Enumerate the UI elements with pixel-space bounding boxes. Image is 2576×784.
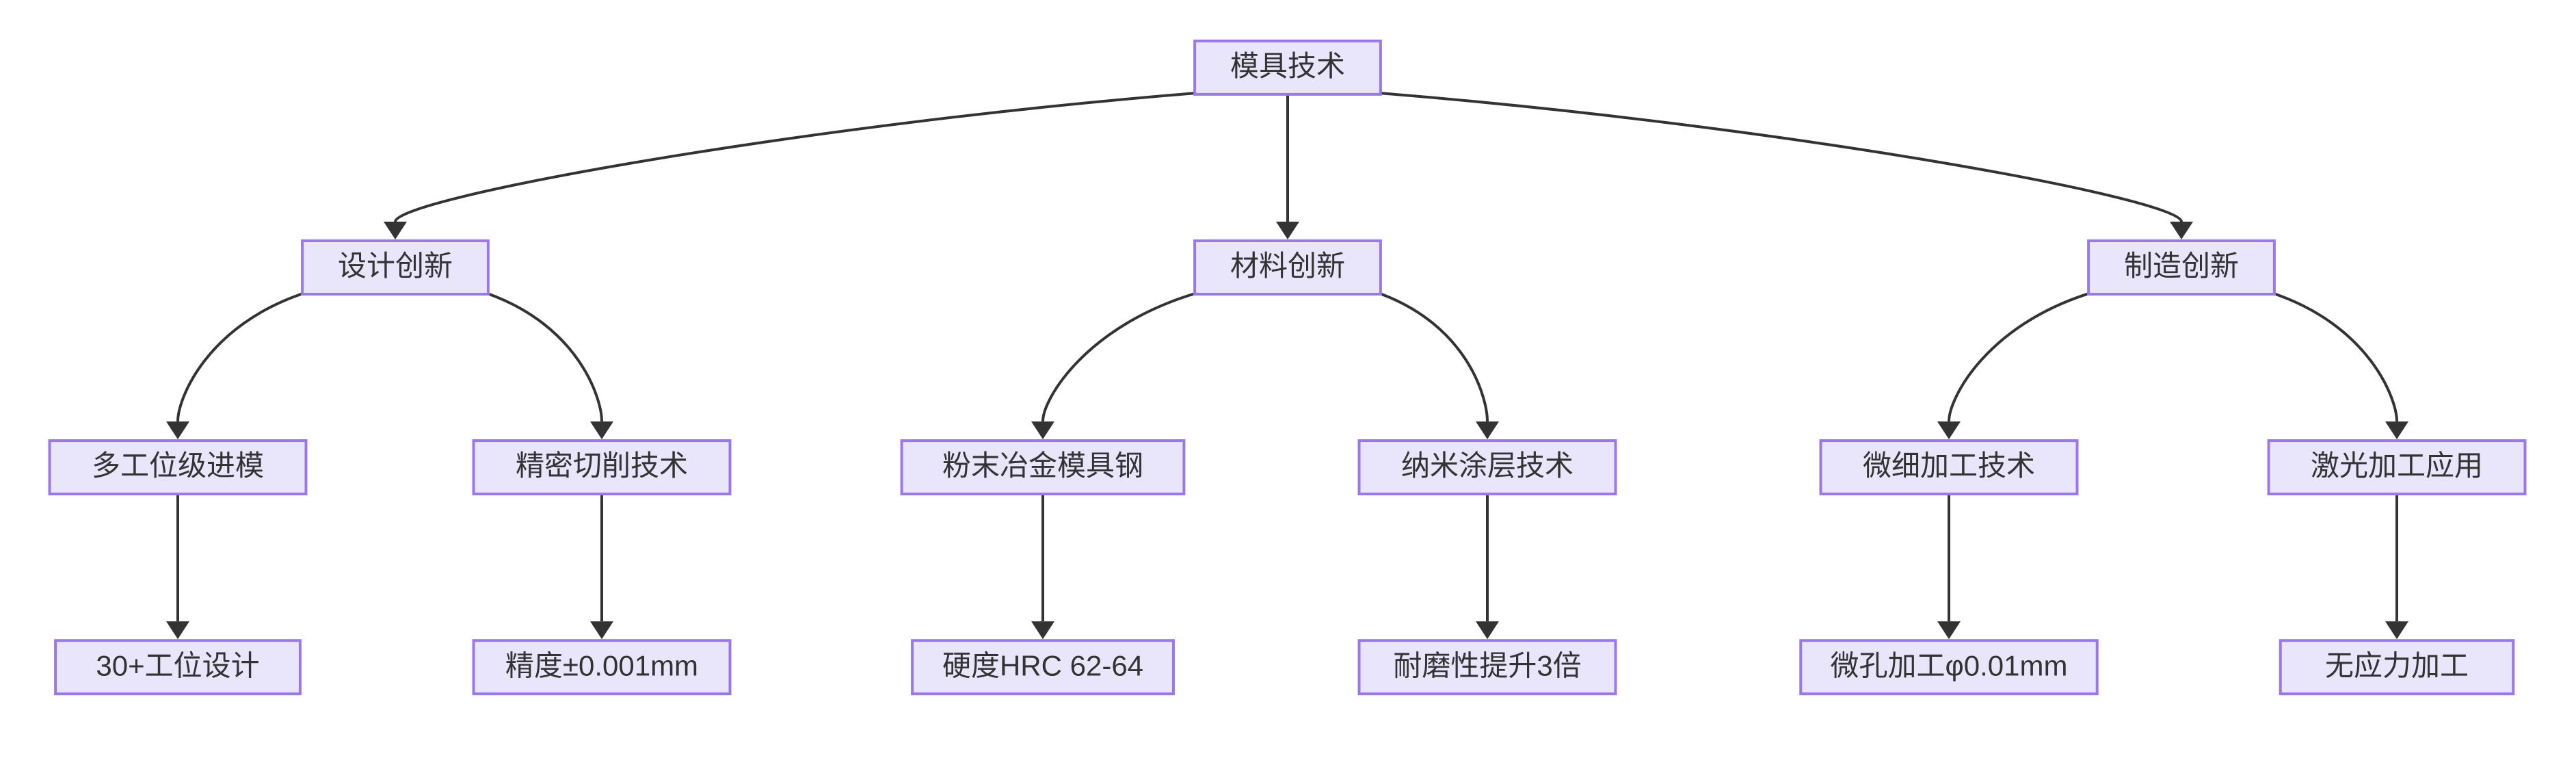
node-label-l3e: 微孔加工φ0.01mm (1831, 649, 2068, 681)
node-label-root: 模具技术 (1230, 50, 1345, 82)
node-label-l1b: 材料创新 (1230, 250, 1345, 282)
node-label-l2a: 多工位级进模 (92, 449, 264, 482)
edge-arrowhead (590, 421, 613, 440)
edge-arrowhead (2385, 421, 2408, 440)
edge-arrowhead (1476, 621, 1499, 640)
flowchart-node-l1a[interactable]: 设计创新 (301, 239, 490, 296)
flowchart-node-l3f[interactable]: 无应力加工 (2279, 639, 2515, 696)
flowchart-node-l3d[interactable]: 耐磨性提升3倍 (1357, 639, 1617, 696)
flowchart-node-l3e[interactable]: 微孔加工φ0.01mm (1799, 639, 2099, 696)
flowchart-edge-l1b-to-l2d (1377, 291, 1489, 422)
edge-arrowhead (1937, 621, 1961, 640)
edge-arrowhead (166, 621, 189, 640)
flowchart-node-l3c[interactable]: 硬度HRC 62-64 (911, 639, 1175, 696)
node-box-l2b[interactable] (472, 439, 732, 496)
node-box-l3a[interactable] (54, 639, 302, 696)
edge-arrowhead (166, 421, 189, 440)
node-label-l3f: 无应力加工 (2325, 649, 2469, 681)
flowchart-node-l1b[interactable]: 材料创新 (1193, 239, 1382, 296)
node-label-l3d: 耐磨性提升3倍 (1393, 649, 1581, 681)
flowchart-edge-l1a-to-l2a (176, 291, 306, 422)
flowchart-node-l1c[interactable]: 制造创新 (2087, 239, 2276, 296)
edge-arrowhead (2385, 621, 2408, 640)
edge-arrowhead (2170, 221, 2193, 239)
edge-arrowhead (1031, 421, 1054, 440)
node-box-l3b[interactable] (472, 639, 732, 696)
node-label-l3a: 30+工位设计 (96, 649, 259, 681)
flowchart-node-l2f[interactable]: 激光加工应用 (2267, 439, 2527, 496)
node-box-l2d[interactable] (1357, 439, 1617, 496)
flowchart-node-l2c[interactable]: 粉末冶金模具钢 (900, 439, 1186, 496)
flowchart-node-l2e[interactable]: 微细加工技术 (1819, 439, 2079, 496)
node-box-l2e[interactable] (1819, 439, 2079, 496)
node-label-l2f: 激光加工应用 (2311, 449, 2483, 482)
flowchart-node-l3a[interactable]: 30+工位设计 (54, 639, 302, 696)
node-box-l2f[interactable] (2267, 439, 2527, 496)
flowchart-node-l2d[interactable]: 纳米涂层技术 (1357, 439, 1617, 496)
edge-arrowhead (1031, 621, 1054, 640)
node-label-l3c: 硬度HRC 62-64 (942, 649, 1143, 681)
flowchart-edge-root-to-l1c (1377, 91, 2183, 222)
flowchart-node-root[interactable]: 模具技术 (1193, 39, 1382, 96)
flowchart-edge-root-to-l1a (394, 91, 1198, 222)
node-label-l3b: 精度±0.001mm (505, 649, 698, 681)
node-box-l1a[interactable] (301, 239, 490, 296)
flowchart-edge-l1b-to-l2c (1041, 291, 1198, 422)
node-label-l2b: 精密切削技术 (516, 449, 688, 482)
edge-arrowhead (1476, 421, 1499, 440)
edge-arrowhead (590, 621, 613, 640)
flowchart-node-l2a[interactable]: 多工位级进模 (48, 439, 308, 496)
flowchart-edge-l1c-to-l2e (1948, 291, 2092, 422)
flowchart-node-l3b[interactable]: 精度±0.001mm (472, 639, 732, 696)
node-box-l2c[interactable] (900, 439, 1186, 496)
node-box-root[interactable] (1193, 39, 1382, 96)
node-box-l3c[interactable] (911, 639, 1175, 696)
edge-arrowhead (1937, 421, 1961, 440)
flowchart-edge-l1a-to-l2b (485, 291, 603, 422)
node-label-l2e: 微细加工技术 (1863, 449, 2035, 482)
node-box-l1b[interactable] (1193, 239, 1382, 296)
flowchart-edge-l1c-to-l2f (2271, 291, 2398, 422)
node-label-l2c: 粉末冶金模具钢 (942, 449, 1143, 482)
edge-arrowhead (384, 221, 407, 239)
node-box-l1c[interactable] (2087, 239, 2276, 296)
node-label-l1c: 制造创新 (2124, 250, 2239, 282)
node-box-l3e[interactable] (1799, 639, 2099, 696)
edges-layer (166, 91, 2408, 640)
node-box-l3d[interactable] (1357, 639, 1617, 696)
edge-arrowhead (1276, 221, 1299, 239)
node-box-l3f[interactable] (2279, 639, 2515, 696)
node-box-l2a[interactable] (48, 439, 308, 496)
node-label-l2d: 纳米涂层技术 (1401, 449, 1574, 482)
node-label-l1a: 设计创新 (338, 250, 453, 282)
flowchart-node-l2b[interactable]: 精密切削技术 (472, 439, 732, 496)
